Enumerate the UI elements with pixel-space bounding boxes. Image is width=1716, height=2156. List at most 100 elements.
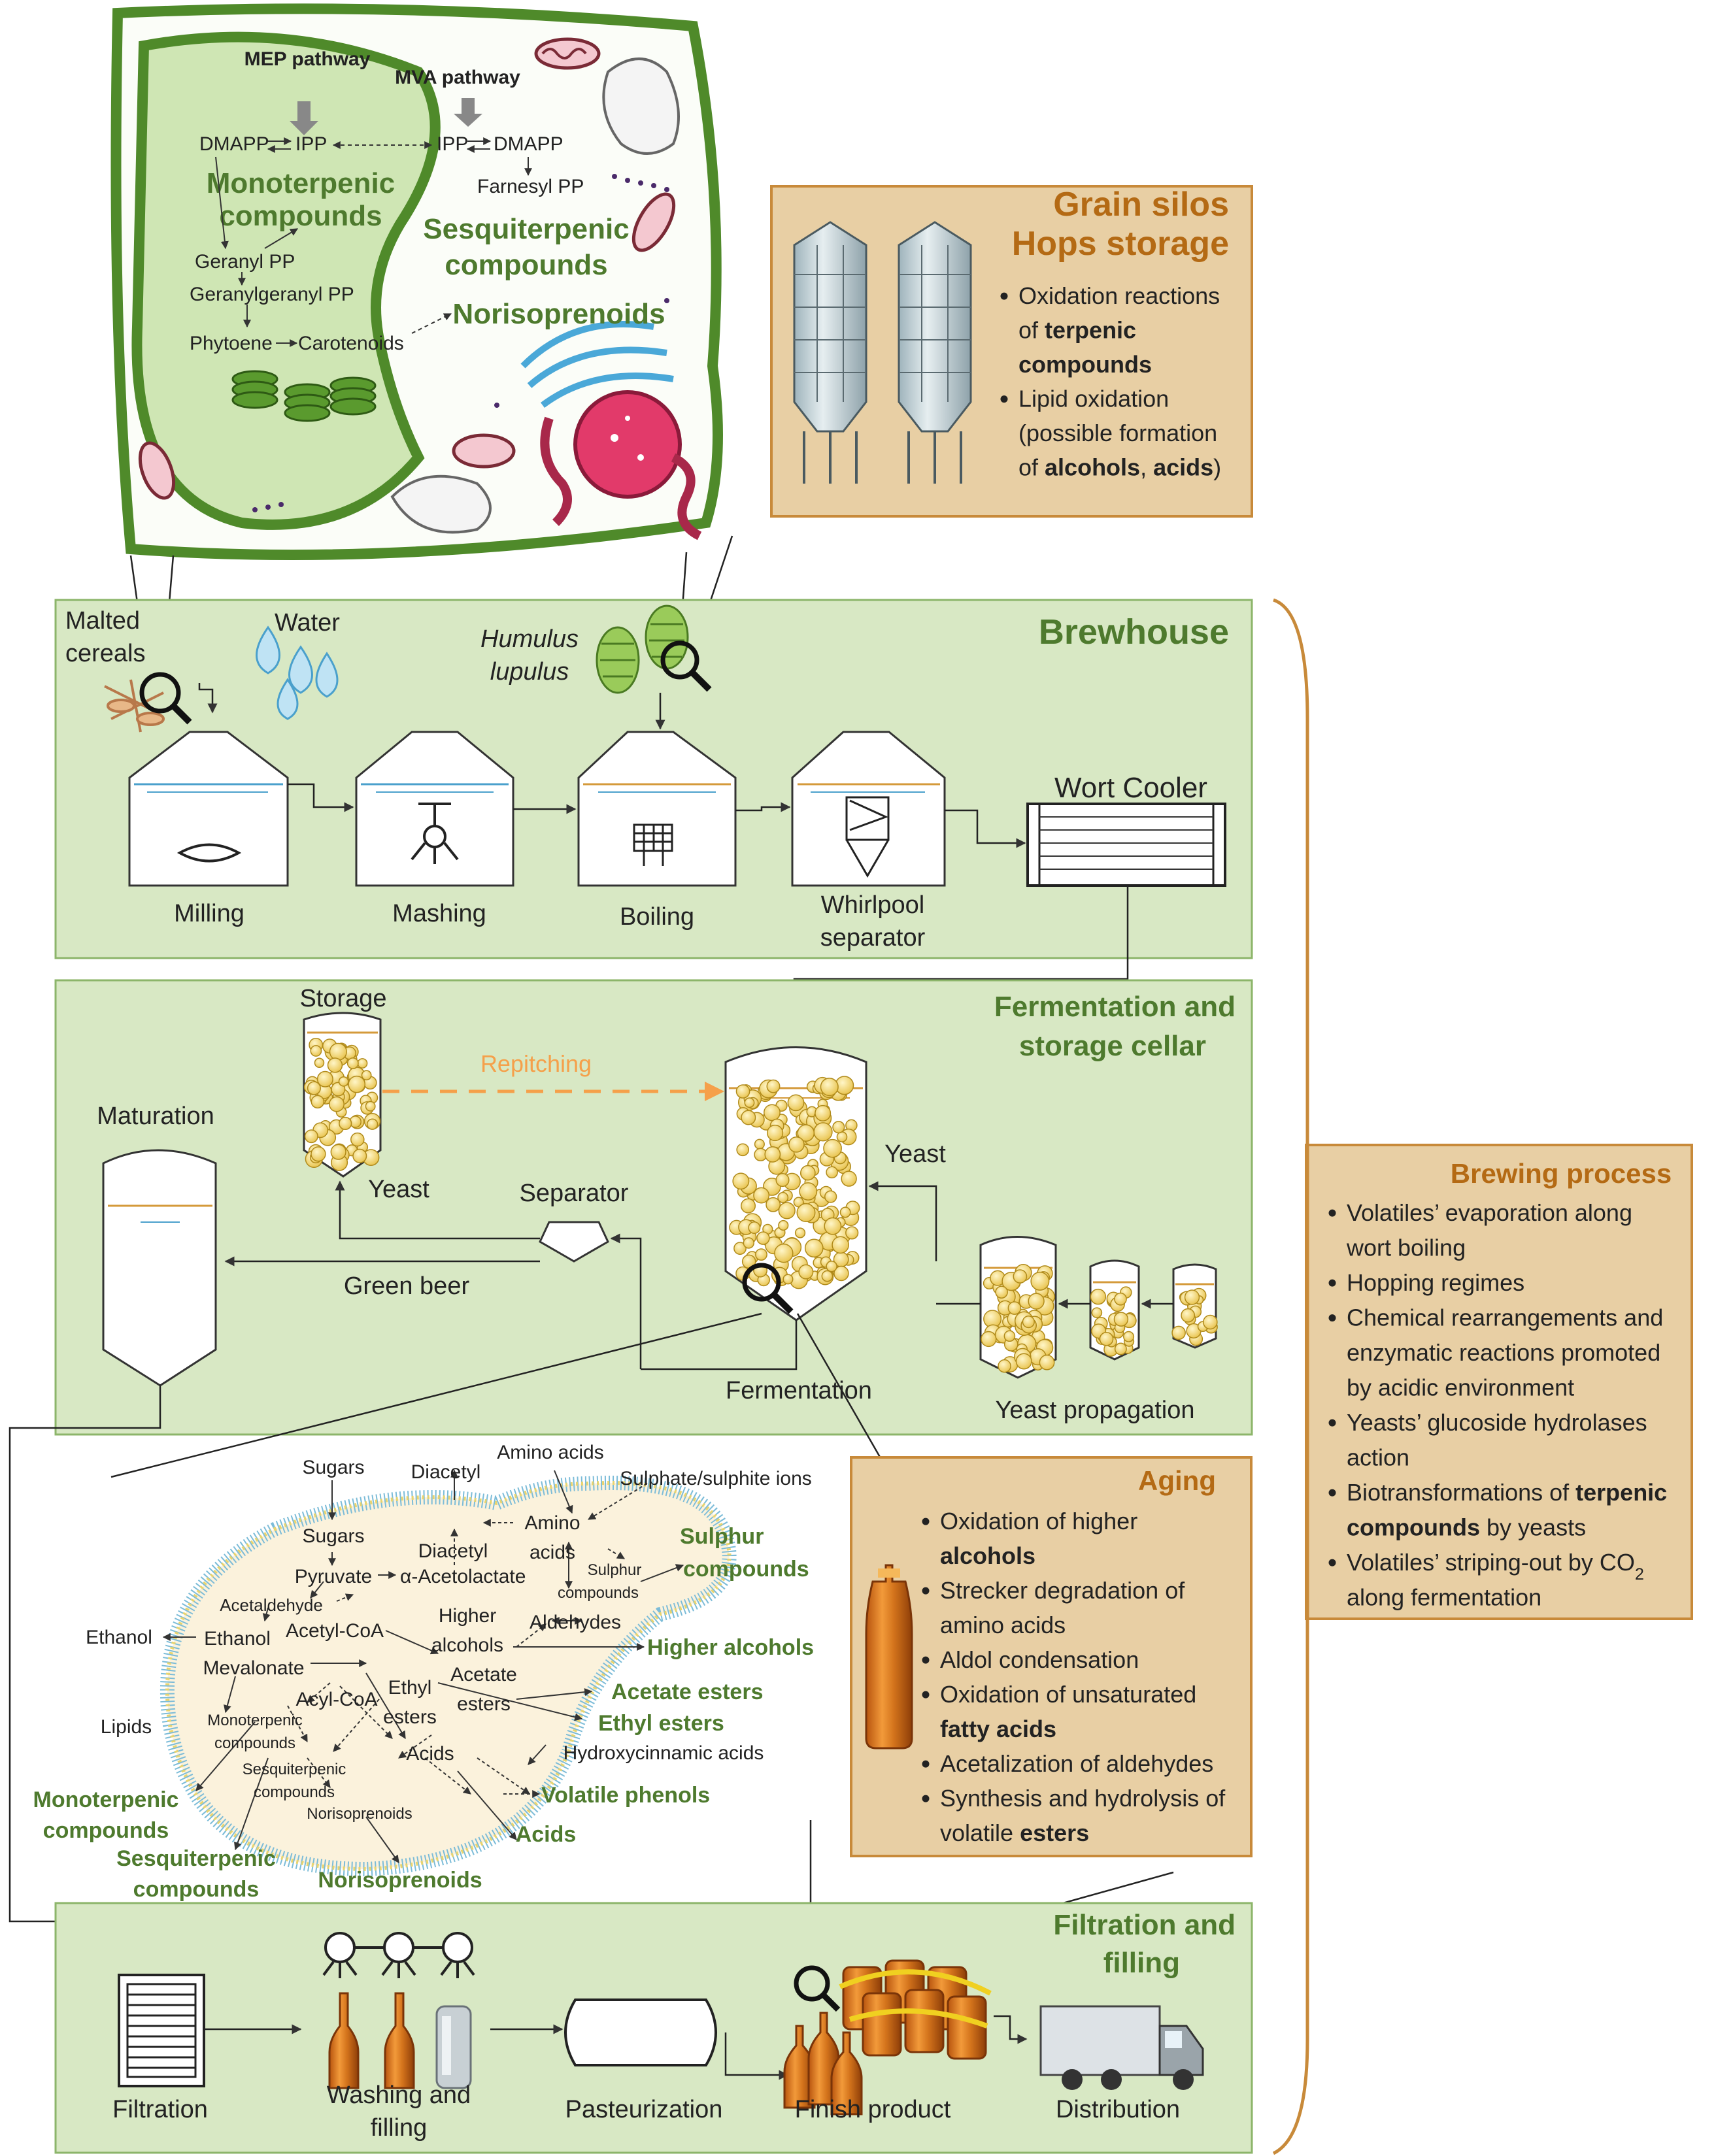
- golgi-icon: [520, 321, 674, 408]
- noris-out: Norisoprenoids: [318, 1868, 482, 1893]
- malted-cereals-2: cereals: [65, 640, 146, 667]
- yeast-cell-dot: [788, 1136, 805, 1153]
- storage-label: Storage: [299, 985, 386, 1012]
- ethyl-in-1: Ethyl: [388, 1677, 432, 1699]
- magnifier-icon: [660, 640, 712, 692]
- sulphur-out-1: Sulphur: [680, 1524, 764, 1549]
- yeast-cell-dot: [311, 1095, 325, 1109]
- yeast-cell-dot: [777, 1191, 789, 1203]
- green-beer-label: Green beer: [344, 1272, 470, 1300]
- yeast-cell-dot: [799, 1182, 818, 1201]
- yeast-cell-dot: [824, 1190, 837, 1203]
- truck-icon: [1039, 2005, 1204, 2090]
- bullet-dot: [922, 1760, 930, 1768]
- mitochondrion-icon: [452, 433, 516, 469]
- bullet-dot: [1328, 1559, 1336, 1567]
- acetyl-coa: Acetyl-CoA: [286, 1620, 384, 1642]
- yeast-cell-dot: [329, 1096, 345, 1112]
- silos-bullet-line: of terpenic: [1018, 317, 1136, 344]
- yeast-cell-dot: [794, 1227, 806, 1238]
- repitching-label: Repitching: [480, 1050, 592, 1077]
- sesq-in-1: Sesquiterpenic: [243, 1761, 346, 1778]
- brewing-process-title: Brewing process: [1451, 1158, 1672, 1189]
- sulphur-out-2: compounds: [683, 1557, 809, 1582]
- thylakoid-stack-icon: [231, 370, 377, 422]
- brewing-process-line: Volatiles’ striping-out by CO2: [1347, 1549, 1644, 1584]
- brewing-process-box: Brewing process Volatiles’ evaporation a…: [1305, 1144, 1693, 1620]
- filtration-panel: Filtration and filling Filtration Washin…: [54, 1902, 1253, 2154]
- zoom-line: [110, 1312, 762, 1478]
- aging-line: Strecker degradation of: [940, 1577, 1185, 1604]
- yeast-cell-dot: [1090, 1288, 1107, 1305]
- lipids: Lipids: [101, 1716, 152, 1738]
- bullet-dot: [1328, 1314, 1336, 1322]
- sugars-in: Sugars: [302, 1525, 364, 1547]
- mep-pathway-line1: MEP pathway: [244, 48, 371, 70]
- volatile-phenols: Volatile phenols: [541, 1783, 710, 1808]
- yeast-cell-dot: [748, 1221, 761, 1235]
- yeast-cell-dot: [826, 1260, 837, 1272]
- beer-can-icon: [435, 2005, 472, 2089]
- yeast-cell-dot: [823, 1138, 842, 1158]
- malted-cereals-1: Malted: [65, 607, 140, 635]
- bullet-dot: [922, 1795, 930, 1802]
- hop-cone-icon: [596, 605, 689, 694]
- yeast-cell-dot: [741, 1110, 756, 1125]
- magnifier-icon: [742, 1263, 794, 1314]
- bullet-dot: [922, 1691, 930, 1699]
- washing-label-1: Washing and: [327, 2081, 471, 2109]
- yeast-cell-dot: [804, 1238, 824, 1258]
- silos-bullet-line: Oxidation reactions: [1018, 282, 1220, 309]
- yeast-cell-dot: [330, 1144, 346, 1160]
- yeast-cell-dot: [1028, 1293, 1045, 1310]
- yeast-cell-dot: [732, 1172, 750, 1190]
- higher-alcohols-out: Higher alcohols: [647, 1635, 814, 1660]
- ethyl-esters-out: Ethyl esters: [598, 1711, 724, 1736]
- mitochondrion-icon: [534, 37, 601, 70]
- silo-icon: [793, 221, 867, 484]
- water-label: Water: [275, 609, 340, 637]
- yeast-cell-dot: [1203, 1314, 1218, 1330]
- yeast-cell-dot: [733, 1242, 747, 1255]
- bullet-dot: [1328, 1279, 1336, 1287]
- aging-line: amino acids: [940, 1612, 1066, 1638]
- yeast-cell-dot: [1114, 1292, 1127, 1306]
- vacuole-icon: [602, 58, 680, 155]
- aging-line: Synthesis and hydrolysis of: [940, 1785, 1226, 1812]
- sesquiterpenic-label-2: compounds: [445, 249, 607, 281]
- yeast-cell-dot: [782, 1274, 794, 1285]
- brewing-process-line: Yeasts’ glucoside hydrolases: [1347, 1409, 1647, 1436]
- yeast-cell-dot: [800, 1165, 816, 1181]
- water-drop-icon: [256, 625, 339, 720]
- yeast-cell-dot: [1099, 1332, 1114, 1346]
- fermentation-title-1: Fermentation and: [994, 991, 1236, 1023]
- yeast-cell-dot: [744, 1097, 755, 1108]
- sesq-out-2: compounds: [133, 1877, 260, 1902]
- yeast-cell-dot: [316, 1070, 333, 1087]
- amino-acids-out: Amino acids: [497, 1442, 603, 1463]
- yeast-cell-dot: [787, 1094, 805, 1112]
- separator-label: Separator: [520, 1180, 629, 1207]
- filtration-title-2: filling: [1103, 1947, 1180, 1979]
- yeast-cell-dot: [815, 1104, 832, 1121]
- er-icon: [540, 416, 702, 540]
- monoterpenic-label-1: Monoterpenic: [207, 167, 395, 199]
- ethyl-in-2: esters: [383, 1706, 437, 1728]
- yeast-cell-dot: [753, 1187, 770, 1204]
- ethanol-out: Ethanol: [86, 1627, 152, 1648]
- silos-bullet-line: (possible formation: [1018, 420, 1217, 446]
- magnifier-icon: [139, 672, 192, 725]
- silos-box: Grain silos Hops storage Oxidation react…: [770, 185, 1253, 518]
- propagation-vessel-medium: [1089, 1259, 1140, 1361]
- brewing-process-line: Biotransformations of terpenic: [1347, 1479, 1667, 1506]
- brewing-process-line: action: [1347, 1444, 1409, 1471]
- yeast-cell-dot: [1181, 1308, 1196, 1323]
- yeast-cell-dot: [348, 1075, 366, 1093]
- ribosome-dots: [252, 174, 669, 512]
- geranyl-pp: Geranyl PP: [195, 251, 295, 273]
- yeast-storage-label: Yeast: [368, 1176, 429, 1203]
- yeast-cell-dot: [352, 1148, 367, 1163]
- brewing-process-line: Volatiles’ evaporation along: [1347, 1199, 1632, 1226]
- pasteurization-label: Pasteurization: [565, 2096, 723, 2123]
- yeast-cell-dot: [826, 1166, 838, 1179]
